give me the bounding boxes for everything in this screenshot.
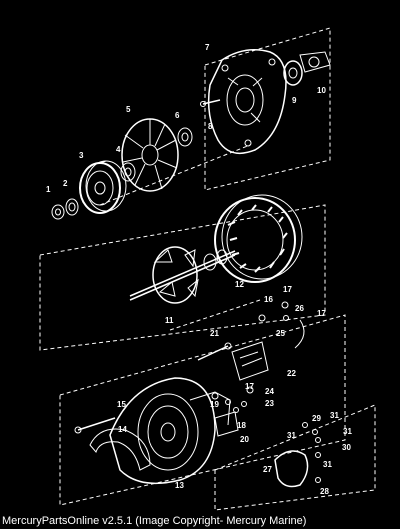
callout-17b: 17 xyxy=(317,309,326,318)
callout-2: 2 xyxy=(63,179,68,188)
callout-10: 10 xyxy=(317,86,326,95)
part-shield xyxy=(89,428,151,471)
part-long-bolt xyxy=(197,342,232,361)
part-washer xyxy=(65,198,79,216)
callout-19: 19 xyxy=(210,400,219,409)
callout-25: 25 xyxy=(276,329,285,338)
part-collar xyxy=(177,127,193,147)
callout-24: 24 xyxy=(265,387,274,396)
callout-31c: 31 xyxy=(287,431,296,440)
part-rear-housing xyxy=(109,377,231,485)
callout-31a: 31 xyxy=(330,411,339,420)
callout-31b: 31 xyxy=(343,427,352,436)
part-brush-holder xyxy=(274,422,321,488)
callout-27: 27 xyxy=(263,465,272,474)
part-retainer-plate xyxy=(299,51,331,73)
callout-17c: 17 xyxy=(245,382,254,391)
part-pulley xyxy=(79,160,127,214)
callout-31d: 31 xyxy=(323,460,332,469)
part-screw xyxy=(200,99,221,107)
callout-labels: 1 2 3 4 5 6 7 8 9 10 11 12 13 14 15 16 1… xyxy=(46,43,352,496)
part-regulator xyxy=(231,341,269,381)
callout-16: 16 xyxy=(264,295,273,304)
callout-18: 18 xyxy=(237,421,246,430)
callout-23: 23 xyxy=(265,399,274,408)
callout-9: 9 xyxy=(292,96,297,105)
image-caption: MercuryPartsOnline v2.5.1 (Image Copyrig… xyxy=(2,515,307,527)
callout-30: 30 xyxy=(342,443,351,452)
callout-6: 6 xyxy=(175,111,180,120)
part-stator xyxy=(214,194,303,283)
part-front-housing xyxy=(207,49,287,155)
part-nut xyxy=(51,204,65,220)
callout-11: 11 xyxy=(165,316,174,325)
callout-21: 21 xyxy=(210,329,219,338)
callout-26: 26 xyxy=(295,304,304,313)
callout-22: 22 xyxy=(287,369,296,378)
part-small-hardware xyxy=(211,301,305,437)
part-rotor xyxy=(129,246,236,304)
callout-13: 13 xyxy=(175,481,184,490)
part-bearing xyxy=(283,60,303,86)
callout-29: 29 xyxy=(312,414,321,423)
callout-4: 4 xyxy=(116,145,121,154)
callout-14: 14 xyxy=(118,425,127,434)
callout-1: 1 xyxy=(46,185,51,194)
callout-12: 12 xyxy=(235,280,244,289)
callout-15: 15 xyxy=(117,400,126,409)
callout-28: 28 xyxy=(320,487,329,496)
callout-3: 3 xyxy=(79,151,84,160)
callout-20: 20 xyxy=(240,435,249,444)
part-bolt xyxy=(74,417,116,434)
part-fan xyxy=(121,118,179,192)
callout-17a: 17 xyxy=(283,285,292,294)
assembly-guide-lines xyxy=(39,27,376,511)
callout-8: 8 xyxy=(208,122,213,131)
diagram-svg: 1 2 3 4 5 6 7 8 9 10 11 12 13 14 15 16 1… xyxy=(39,27,376,511)
callout-5: 5 xyxy=(126,105,131,114)
callout-7: 7 xyxy=(205,43,210,52)
